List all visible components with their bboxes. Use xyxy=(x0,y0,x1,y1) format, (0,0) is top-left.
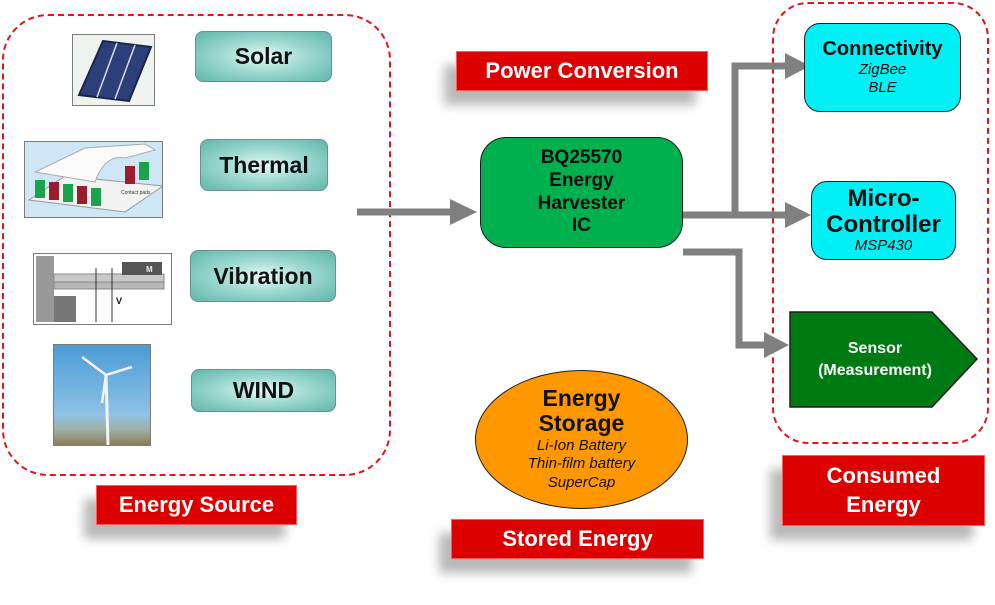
arrowhead-harvester xyxy=(450,199,477,225)
storage-title: Energy xyxy=(542,385,621,412)
thermoelectric-module-image: Contact pads xyxy=(24,141,163,218)
arrowhead-microcontroller xyxy=(785,202,811,228)
source-thermal-button[interactable]: Thermal xyxy=(200,139,328,191)
energy-harvester-ic[interactable]: BQ25570 Energy Harvester IC xyxy=(480,137,683,248)
energy-storage-ellipse[interactable]: Energy Storage Li-Ion Battery Thin-film … xyxy=(475,370,688,509)
arrowhead-sensor xyxy=(764,332,789,358)
stored-energy-caption-text: Stored Energy xyxy=(502,525,653,551)
harvester-line: IC xyxy=(572,215,591,237)
storage-type: Thin-film battery xyxy=(527,455,636,473)
storage-title: Storage xyxy=(538,410,625,437)
connectivity-protocol: ZigBee xyxy=(858,61,907,78)
microcontroller-title: Micro- xyxy=(847,185,920,213)
svg-text:Contact pads: Contact pads xyxy=(121,190,151,196)
source-thermal-label: Thermal xyxy=(219,151,309,178)
stored-energy-caption: Stored Energy xyxy=(451,519,704,559)
piezo-icon: M V xyxy=(36,256,165,322)
energy-source-group xyxy=(2,14,391,476)
source-vibration-button[interactable]: Vibration xyxy=(190,250,336,302)
arrow-to-sensor xyxy=(683,248,767,349)
thermoelectric-icon: Contact pads xyxy=(27,143,162,213)
source-solar-label: Solar xyxy=(234,43,293,69)
microcontroller-model: MSP430 xyxy=(854,236,913,254)
consumed-energy-caption-line: Consumed xyxy=(826,462,941,488)
source-wind-button[interactable]: WIND xyxy=(191,369,336,412)
energy-source-caption-text: Energy Source xyxy=(118,491,275,517)
wind-turbine-icon xyxy=(81,356,133,445)
storage-type: Li-Ion Battery xyxy=(536,436,627,454)
piezo-cantilever-image: M V xyxy=(33,253,172,325)
source-solar-button[interactable]: Solar xyxy=(195,31,332,82)
svg-text:V: V xyxy=(116,296,122,306)
consumed-energy-group xyxy=(772,2,989,444)
harvester-line: Energy xyxy=(549,169,614,191)
harvester-line: Harvester xyxy=(537,192,626,214)
sensor-label: Sensor xyxy=(847,339,903,357)
power-conversion-caption-text: Power Conversion xyxy=(485,57,679,83)
consumed-energy-caption-line: Energy xyxy=(846,491,921,517)
connectivity-box[interactable]: Connectivity ZigBee BLE xyxy=(804,23,961,112)
source-vibration-label: Vibration xyxy=(213,262,313,289)
harvester-line: BQ25570 xyxy=(540,146,623,168)
wind-turbine-image xyxy=(53,344,151,446)
microcontroller-box[interactable]: Micro- Controller MSP430 xyxy=(811,181,956,260)
connectivity-protocol: BLE xyxy=(868,79,897,96)
connectivity-title: Connectivity xyxy=(822,38,943,60)
energy-source-caption: Energy Source xyxy=(96,485,297,525)
sensor-label: (Measurement) xyxy=(818,361,932,379)
svg-text:M: M xyxy=(146,265,153,274)
solar-cell-icon xyxy=(77,39,153,103)
sensor-box[interactable]: Sensor (Measurement) xyxy=(790,312,960,407)
microcontroller-title: Controller xyxy=(826,210,941,238)
power-conversion-caption: Power Conversion xyxy=(456,51,708,91)
storage-type: SuperCap xyxy=(547,474,616,492)
arrow-to-connectivity xyxy=(683,62,787,219)
arrowhead-connectivity xyxy=(785,53,810,79)
source-wind-label: WIND xyxy=(232,377,295,403)
solar-panel-image xyxy=(72,34,155,106)
consumed-energy-caption: Consumed Energy xyxy=(782,455,985,526)
